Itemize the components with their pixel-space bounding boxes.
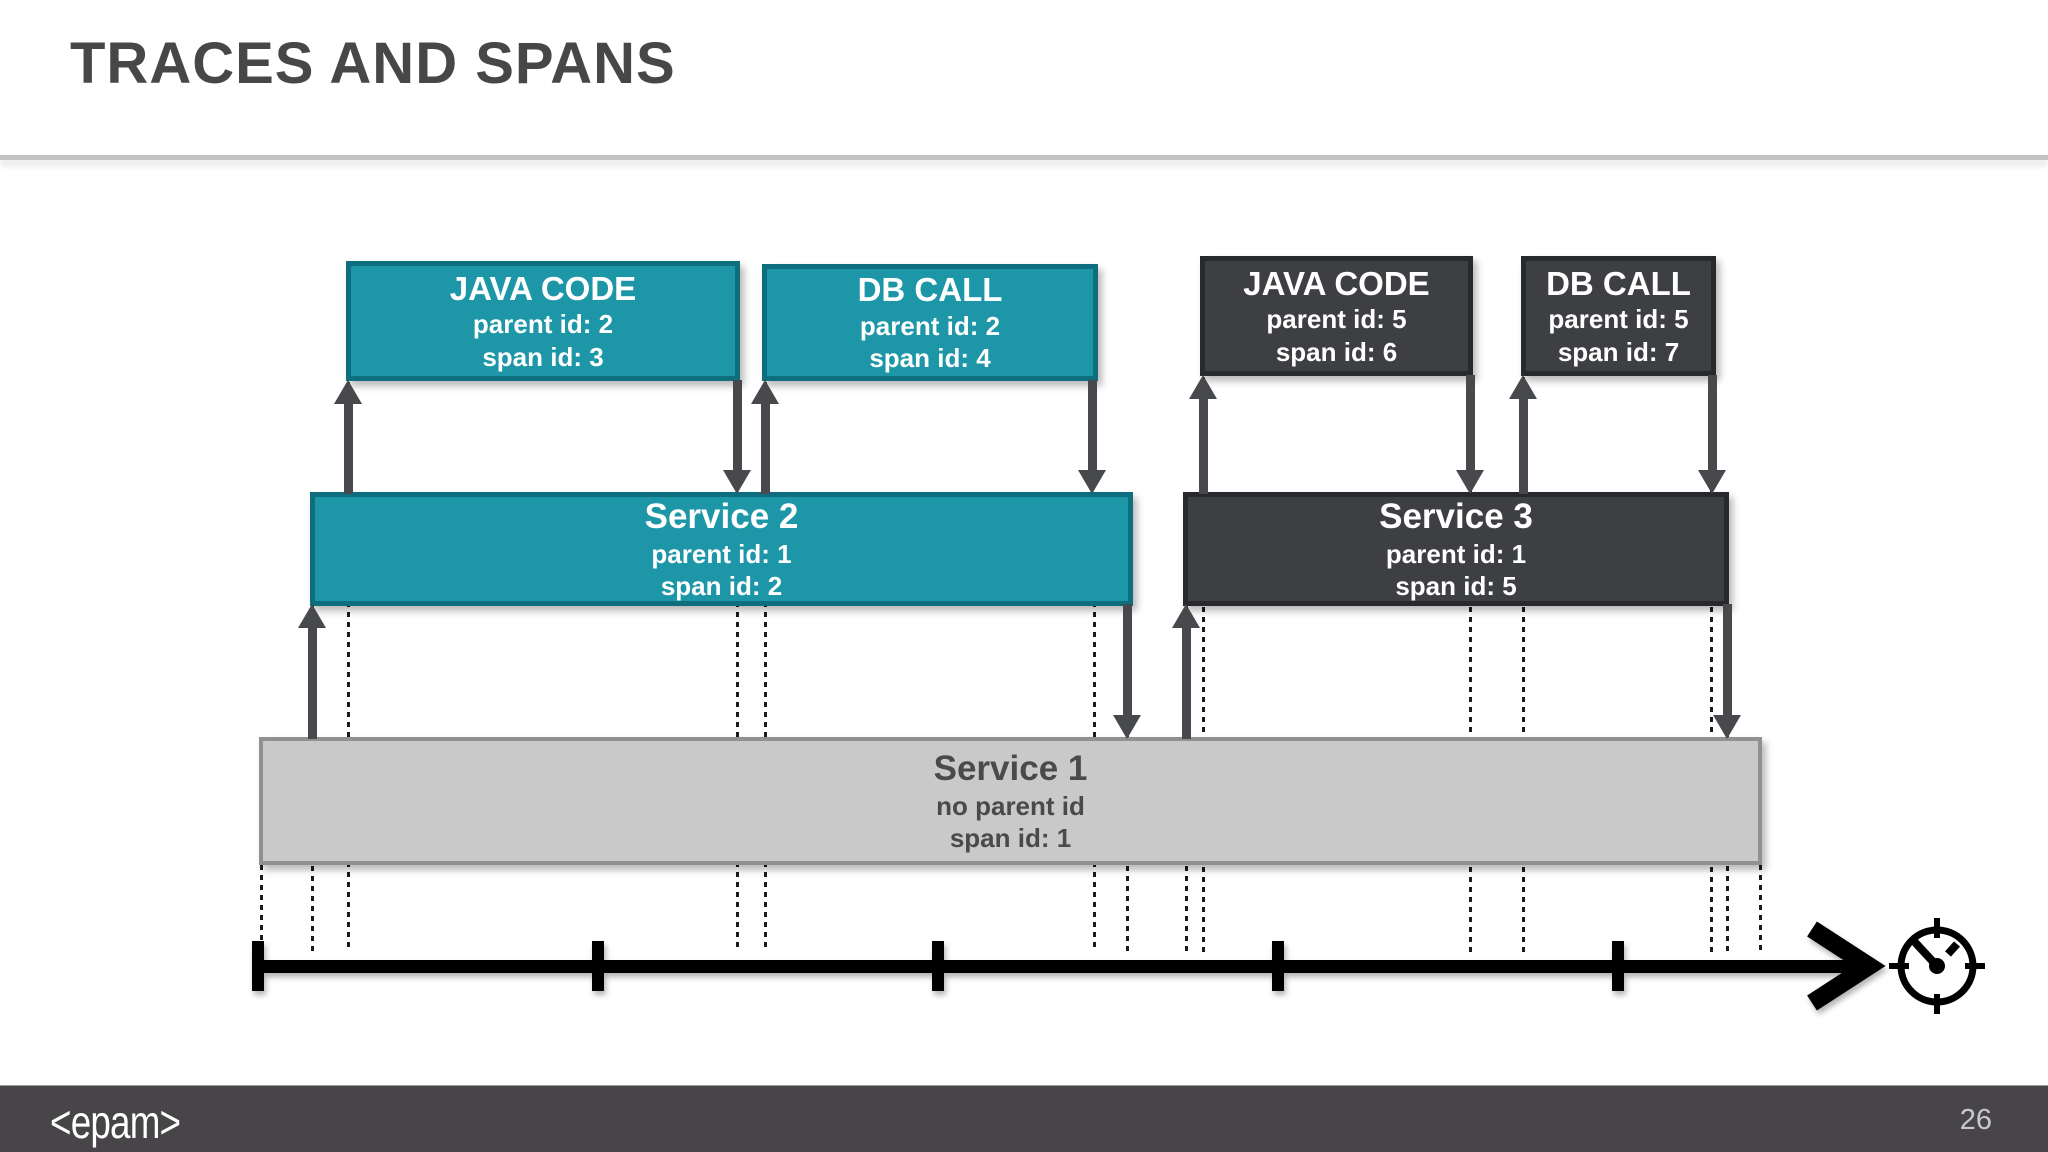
timeline-projection-line — [735, 382, 739, 952]
span-box-title: Service 2 — [644, 496, 799, 536]
timeline-projection-line — [1521, 377, 1525, 952]
arrow-shaft — [307, 624, 317, 739]
timeline-projection-line — [1758, 865, 1762, 952]
span-box-title: JAVA CODE — [1243, 264, 1430, 302]
page-title: TRACES AND SPANS — [70, 31, 676, 96]
request-arrow-up — [334, 380, 362, 494]
arrow-shaft — [760, 400, 770, 494]
span-box-title: Service 1 — [933, 748, 1088, 788]
arrow-shaft — [1122, 604, 1132, 719]
arrow-shaft — [1465, 375, 1475, 474]
span-box-service1: Service 1 no parent id span id: 1 — [259, 737, 1762, 865]
arrowhead-icon — [1698, 470, 1726, 494]
span-box-parent-id: parent id: 1 — [651, 538, 792, 569]
span-box-parent-id: parent id: 5 — [1266, 304, 1407, 335]
span-box-service3: Service 3 parent id: 1 span id: 5 — [1183, 492, 1729, 606]
span-box-parent-id: no parent id — [936, 790, 1085, 821]
arrow-shaft — [1518, 395, 1528, 494]
arrow-shaft — [1181, 624, 1191, 739]
timeline-projection-line — [259, 865, 263, 952]
arrowhead-icon — [1713, 715, 1741, 739]
span-box-span-id: span id: 7 — [1557, 336, 1680, 367]
request-arrow-up — [298, 604, 326, 739]
timeline-projection-line — [763, 382, 767, 952]
epam-logo: <epam> — [50, 1096, 181, 1148]
span-box-java-code-service2: JAVA CODE parent id: 2 span id: 3 — [346, 261, 740, 381]
span-box-title: DB CALL — [1546, 264, 1691, 302]
span-box-service2: Service 2 parent id: 1 span id: 2 — [310, 492, 1133, 606]
span-box-java-code-service3: JAVA CODE parent id: 5 span id: 6 — [1200, 256, 1473, 376]
response-arrow-down — [1698, 375, 1726, 494]
request-arrow-up — [751, 380, 779, 494]
clock-icon — [1889, 918, 1985, 1014]
arrowhead-icon — [723, 470, 751, 494]
arrow-shaft — [732, 380, 742, 474]
span-box-span-id: span id: 1 — [949, 823, 1072, 853]
arrowhead-icon — [1456, 470, 1484, 494]
response-arrow-down — [723, 380, 751, 494]
response-arrow-down — [1713, 604, 1741, 739]
request-arrow-up — [1509, 375, 1537, 494]
timeline-projection-line — [1709, 377, 1713, 952]
span-box-parent-id: parent id: 2 — [859, 310, 1001, 341]
arrowhead-icon — [1113, 715, 1141, 739]
span-box-title: Service 3 — [1379, 496, 1533, 536]
header-divider — [0, 155, 2048, 160]
span-box-parent-id: parent id: 5 — [1548, 304, 1689, 335]
request-arrow-up — [1172, 604, 1200, 739]
arrow-shaft — [343, 400, 353, 494]
timeline-projection-line — [1201, 377, 1205, 952]
timeline-projection-line — [1092, 382, 1096, 952]
span-box-db-call-service2: DB CALL parent id: 2 span id: 4 — [762, 264, 1098, 381]
span-box-span-id: span id: 4 — [869, 343, 991, 374]
arrow-shaft — [1087, 380, 1097, 474]
arrow-shaft — [1722, 604, 1732, 719]
arrowhead-icon — [1078, 470, 1106, 494]
footer-bar: <epam> 26 — [0, 1085, 2048, 1152]
span-box-span-id: span id: 3 — [482, 341, 604, 372]
span-box-parent-id: parent id: 2 — [472, 309, 614, 340]
timeline-projection-line — [1468, 377, 1472, 952]
span-box-span-id: span id: 2 — [660, 571, 783, 601]
request-arrow-up — [1189, 375, 1217, 494]
response-arrow-down — [1113, 604, 1141, 739]
span-box-span-id: span id: 5 — [1395, 571, 1517, 601]
span-box-title: JAVA CODE — [449, 269, 637, 307]
span-box-title: DB CALL — [857, 271, 1003, 309]
page-number: 26 — [1959, 1104, 1992, 1136]
span-box-parent-id: parent id: 1 — [1385, 538, 1527, 569]
span-box-span-id: span id: 6 — [1275, 336, 1398, 367]
span-box-db-call-service3: DB CALL parent id: 5 span id: 7 — [1521, 256, 1716, 376]
response-arrow-down — [1456, 375, 1484, 494]
arrow-shaft — [1198, 395, 1208, 494]
timeline-arrowhead-icon — [1807, 921, 1886, 1011]
arrow-shaft — [1707, 375, 1717, 474]
response-arrow-down — [1078, 380, 1106, 494]
timeline-projection-line — [346, 382, 350, 952]
